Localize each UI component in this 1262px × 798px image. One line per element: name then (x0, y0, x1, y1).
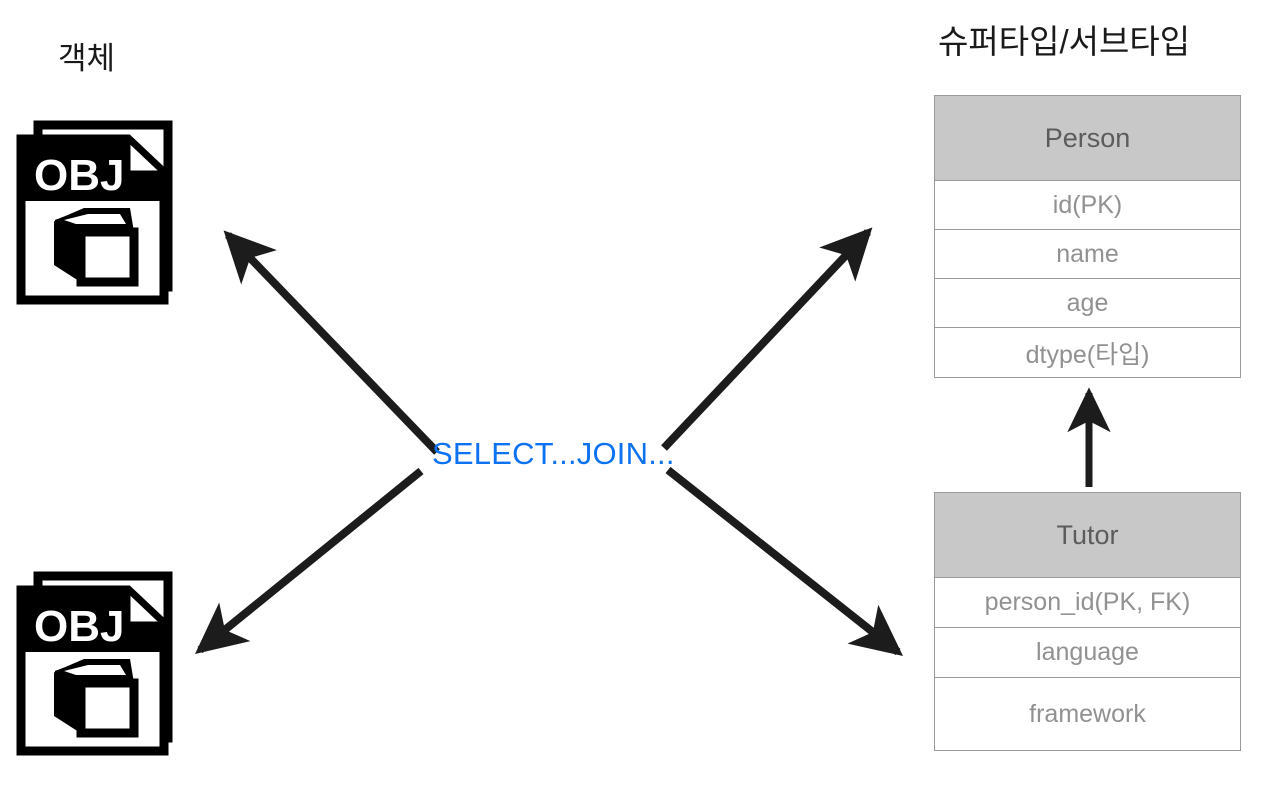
arrow-center-to-tutor (665, 466, 904, 656)
entity-row-person-name: name (935, 230, 1240, 279)
entity-row-person-age: age (935, 279, 1240, 328)
entity-table-tutor-title: Tutor (935, 493, 1240, 578)
supertype-subtype-section-label: 슈퍼타입/서브타입 (938, 23, 1191, 60)
obj-file-icon-bottom: OBJ (16, 568, 184, 758)
arrow-center-to-object-top (223, 230, 440, 455)
arrow-center-to-object-bottom (195, 467, 424, 655)
obj-badge-text: OBJ (34, 151, 124, 200)
entity-table-person-title: Person (935, 96, 1240, 181)
cube-glyph (54, 659, 139, 738)
objects-section-label: 객체 (58, 41, 116, 76)
entity-table-tutor: Tutor person_id(PK, FK) language framewo… (934, 492, 1241, 751)
obj-badge-text: OBJ (34, 602, 124, 651)
entity-table-person: Person id(PK) name age dtype(타입) (934, 95, 1241, 378)
entity-row-tutor-person-id: person_id(PK, FK) (935, 578, 1240, 628)
entity-row-tutor-framework: framework (935, 678, 1240, 750)
entity-row-person-dtype: dtype(타입) (935, 328, 1240, 377)
select-join-label: SELECT...JOIN... (432, 436, 675, 471)
arrow-center-to-person (661, 227, 873, 451)
entity-row-tutor-language: language (935, 628, 1240, 678)
obj-file-icon-top: OBJ (16, 117, 184, 307)
entity-row-person-id: id(PK) (935, 181, 1240, 230)
cube-glyph (54, 208, 139, 287)
